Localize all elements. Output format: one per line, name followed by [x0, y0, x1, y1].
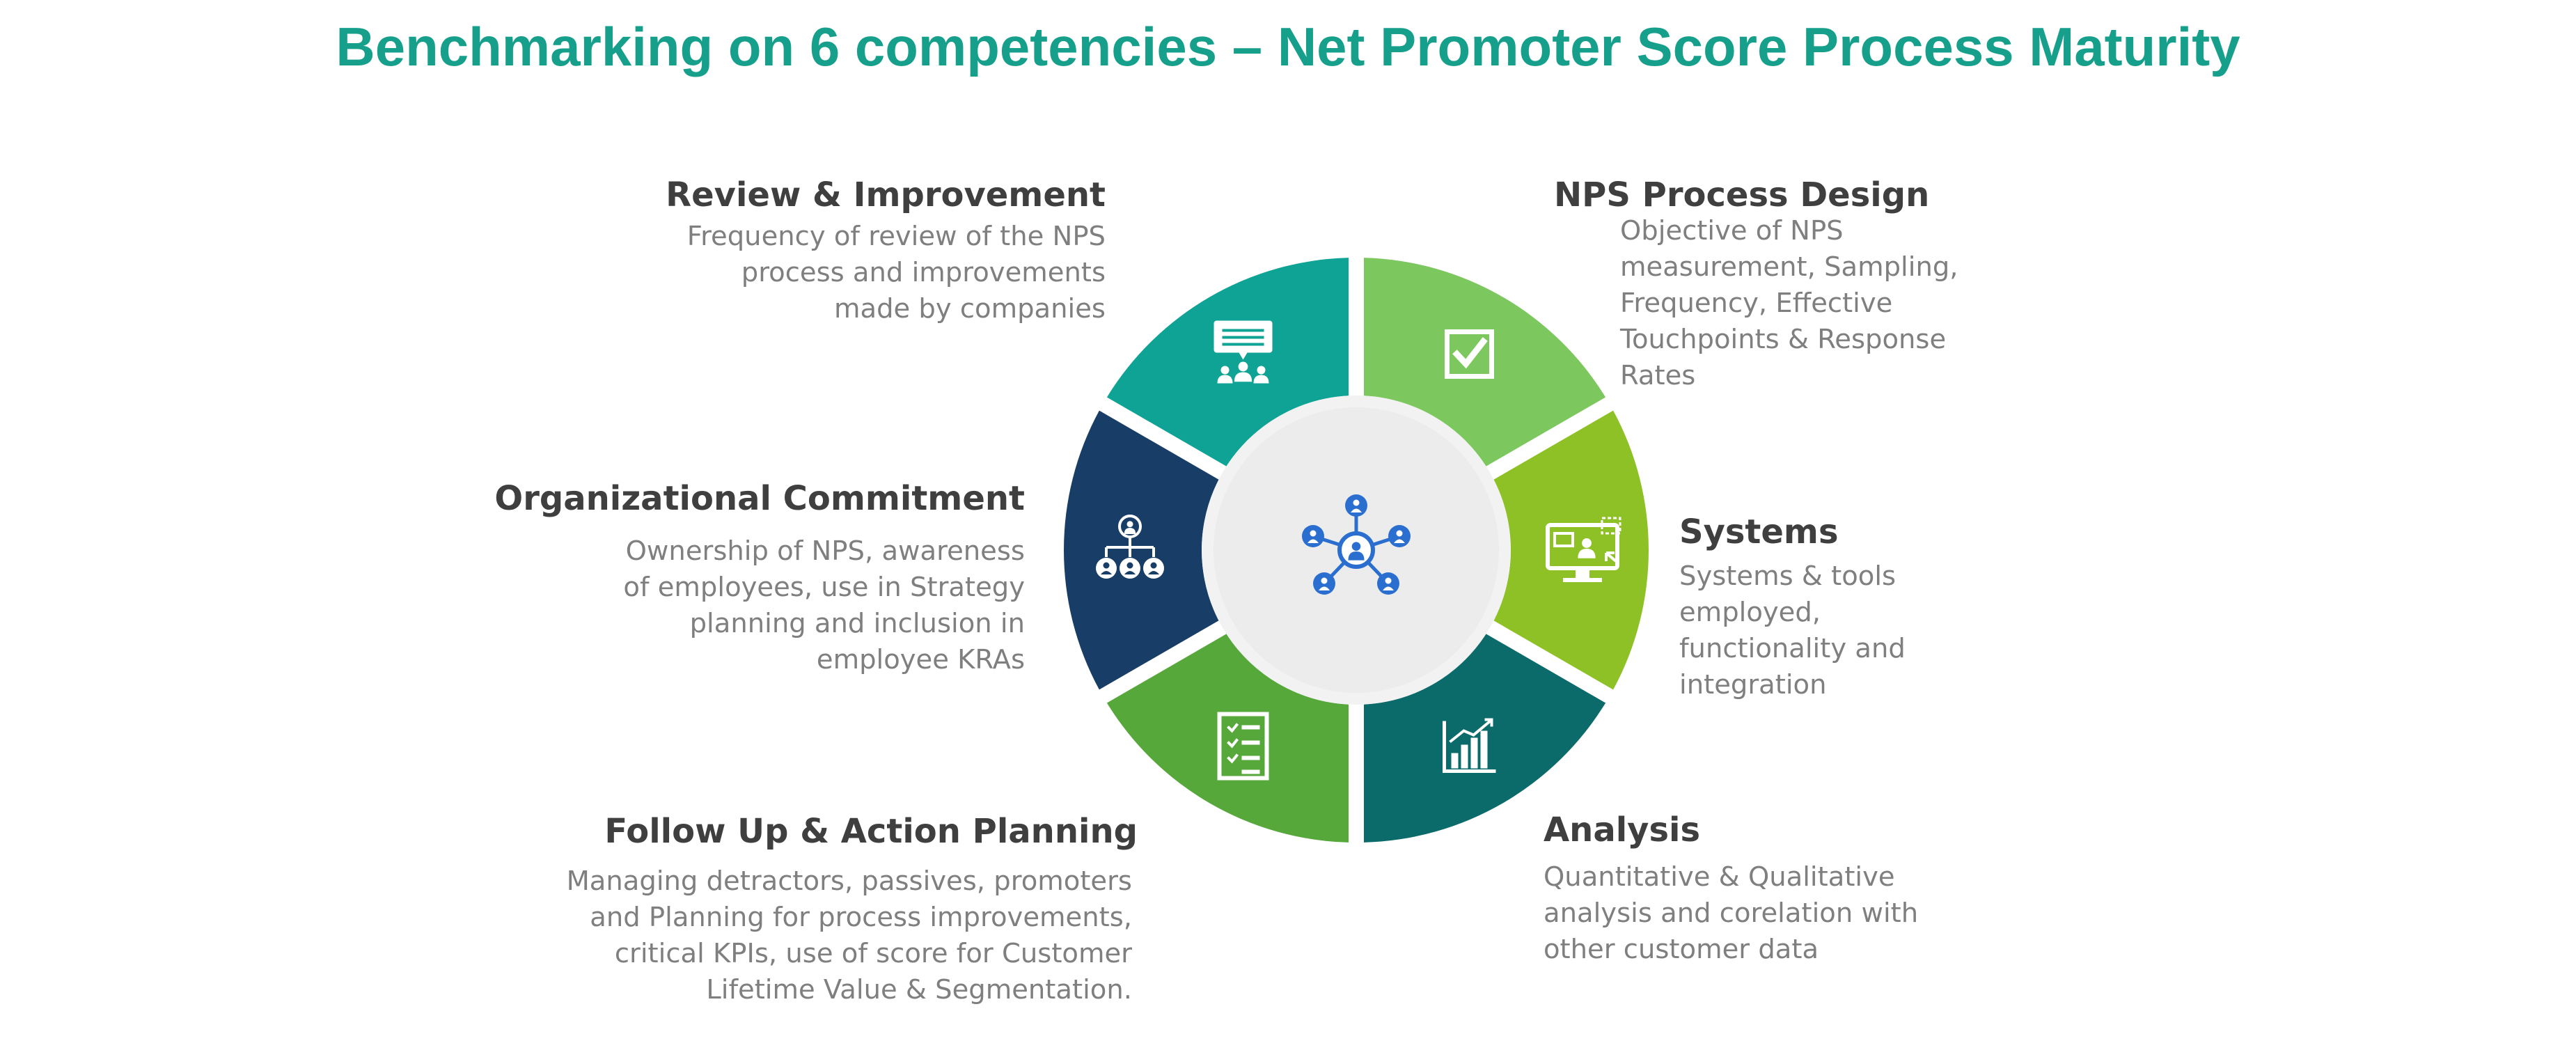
competency-description: Managing detractors, passives, promoters…	[566, 866, 1132, 1005]
competency-description: Objective of NPS measurement, Sampling, …	[1620, 215, 1958, 391]
segment-follow-up-action-planning	[1106, 634, 1349, 843]
competency-heading: Review & Improvement	[666, 175, 1106, 214]
competency-heading: Systems	[1679, 512, 1839, 551]
competency-review-improvement: Review & Improvement Frequency of review…	[666, 175, 1106, 327]
org-chart-icon	[1096, 515, 1164, 579]
competency-description: Systems & tools employed, functionality …	[1679, 561, 1906, 700]
monitor-icon	[1546, 517, 1621, 582]
competency-analysis: Analysis Quantitative & Qualitative anal…	[1544, 811, 1918, 968]
competency-organizational-commitment: Organizational Commitment Ownership of N…	[494, 479, 1025, 678]
network-icon	[1302, 494, 1411, 595]
competency-description: Ownership of NPS, awareness of employees…	[623, 535, 1025, 675]
competency-systems: Systems Systems & tools employed, functi…	[1679, 512, 1906, 703]
page-title: Benchmarking on 6 competencies – Net Pro…	[336, 16, 2240, 77]
segment-systems	[1493, 410, 1649, 690]
checkbox-icon	[1445, 329, 1494, 379]
segment-organizational-commitment	[1064, 410, 1219, 690]
bar-chart-icon	[1443, 718, 1496, 773]
competency-heading: Analysis	[1544, 811, 1701, 849]
competency-heading: Follow Up & Action Planning	[604, 812, 1138, 851]
segment-nps-process-design	[1364, 258, 1606, 467]
segment-review-improvement	[1106, 258, 1349, 467]
presentation-icon	[1214, 320, 1273, 384]
competency-heading: NPS Process Design	[1554, 175, 1930, 214]
competency-heading: Organizational Commitment	[494, 479, 1025, 518]
competency-follow-up-action-planning: Follow Up & Action Planning Managing det…	[567, 812, 1138, 1008]
competency-description: Frequency of review of the NPS process a…	[686, 221, 1106, 324]
competency-nps-process-design: NPS Process Design Objective of NPS meas…	[1554, 175, 1958, 394]
checklist-icon	[1217, 712, 1269, 781]
competency-description: Quantitative & Qualitative analysis and …	[1544, 861, 1919, 965]
